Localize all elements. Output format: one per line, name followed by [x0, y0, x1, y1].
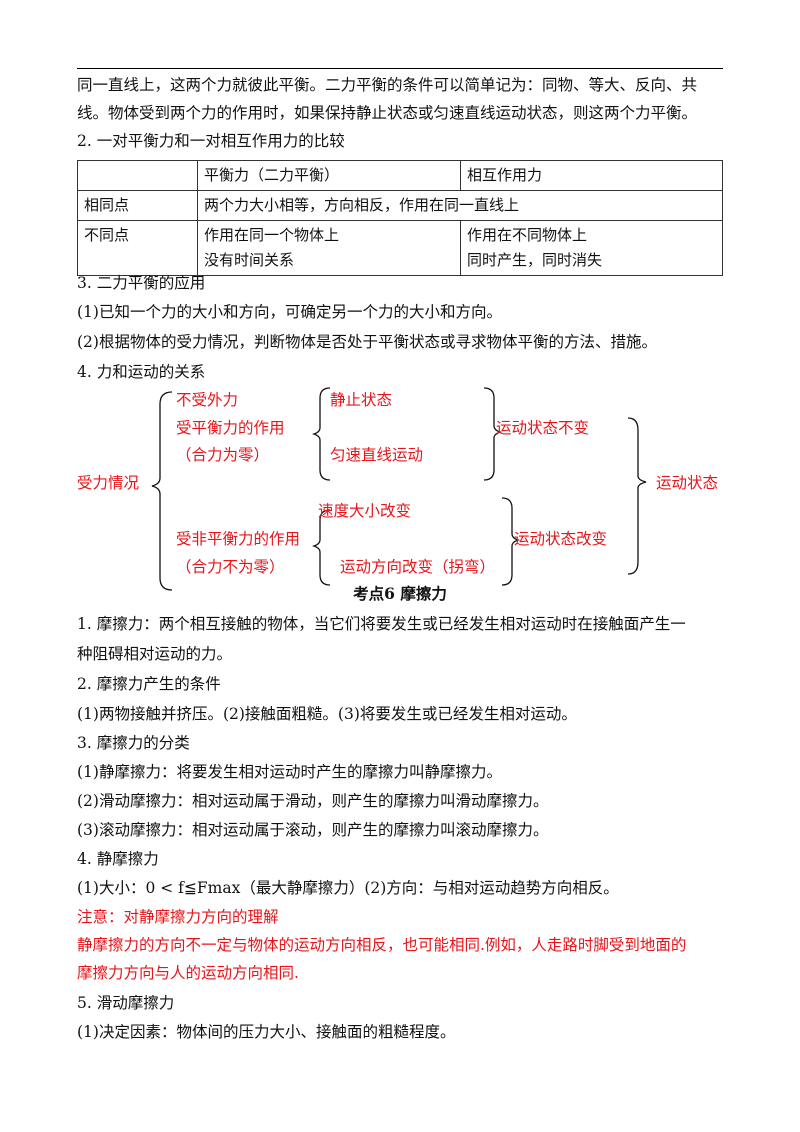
table-header-balance: 平衡力（二力平衡）	[197, 160, 461, 191]
section-3-item-1: (1)已知一个力的大小和方向，可确定另一个力的大小和方向。	[77, 303, 502, 321]
kaodian-6-title: 考点6 摩擦力	[353, 584, 447, 603]
note-line-2: 摩擦力方向与人的运动方向相同.	[77, 964, 299, 982]
uniform-motion-label: 匀速直线运动	[330, 446, 424, 464]
friction-class-title: 3. 摩擦力的分类	[77, 734, 190, 752]
balanced-note-label: （合力为零）	[176, 446, 270, 464]
motion-state-label: 运动状态	[656, 474, 719, 492]
table-cell-same-label: 相同点	[77, 190, 198, 221]
friction-cond-title: 2. 摩擦力产生的条件	[77, 675, 221, 693]
intro-line-2: 线。物体受到两个力的作用时，如果保持静止状态或匀速直线运动状态，则这两个力平衡。	[77, 104, 698, 122]
note-title: 注意：对静摩擦力方向的理解	[77, 908, 279, 926]
balanced-force-label: 受平衡力的作用	[176, 419, 285, 437]
left-brace	[151, 391, 173, 591]
force-state-label: 受力情况	[77, 474, 140, 492]
unbalanced-force-label: 受非平衡力的作用	[176, 530, 301, 548]
friction-class-2: (2)滑动摩擦力：相对运动属于滑动，则产生的摩擦力叫滑动摩擦力。	[77, 792, 549, 810]
state-changed-label: 运动状态改变	[514, 530, 608, 548]
table-cell-diff-label: 不同点	[77, 220, 198, 276]
diff-balance-line: 没有时间关系	[204, 251, 295, 269]
diff-interaction-line: 同时产生，同时消失	[467, 251, 603, 269]
section-4-title: 4. 力和运动的关系	[77, 363, 206, 381]
unbalanced-note-label: （合力不为零）	[176, 558, 285, 576]
table-cell-diff-interaction: 作用在不同物体上 同时产生，同时消失	[460, 220, 723, 276]
state-unchanged-label: 运动状态不变	[496, 419, 590, 437]
right-brace	[627, 417, 647, 575]
table-row: 相同点 两个力大小相等，方向相反，作用在同一直线上	[77, 190, 723, 221]
unchanged-brace	[483, 387, 503, 481]
section-2-title: 2. 一对平衡力和一对相互作用力的比较	[77, 132, 345, 150]
rest-uniform-brace	[311, 387, 331, 481]
section-3-item-2: (2)根据物体的受力情况，判断物体是否处于平衡状态或寻求物体平衡的方法、措施。	[77, 333, 657, 351]
friction-class-3: (3)滚动摩擦力：相对运动属于滚动，则产生的摩擦力叫滚动摩擦力。	[77, 821, 549, 839]
section-3-title: 3. 二力平衡的应用	[77, 274, 206, 292]
diff-balance-line: 作用在同一个物体上	[204, 226, 340, 244]
diff-interaction-line: 作用在不同物体上	[467, 226, 588, 244]
note-line-1: 静摩擦力的方向不一定与物体的运动方向相反，也可能相同.例如，人走路时脚受到地面的	[77, 936, 687, 954]
diagram-braces	[151, 387, 647, 591]
static-friction-title: 4. 静摩擦力	[77, 850, 159, 868]
table-cell-same-text: 两个力大小相等，方向相反，作用在同一直线上	[197, 190, 723, 221]
friction-def-line-1: 1. 摩擦力：两个相互接触的物体，当它们将要发生或已经发生相对运动时在接触面产生…	[77, 615, 686, 633]
no-force-label: 不受外力	[176, 391, 239, 409]
intro-line-1: 同一直线上，这两个力就彼此平衡。二力平衡的条件可以简单记为：同物、等大、反向、共	[77, 76, 698, 94]
table-cell-diff-balance: 作用在同一个物体上 没有时间关系	[197, 220, 461, 276]
changed-brace	[501, 497, 521, 586]
friction-def-line-2: 种阻碍相对运动的力。	[77, 645, 233, 663]
table-row: 不同点 作用在同一个物体上 没有时间关系 作用在不同物体上 同时产生，同时消失	[77, 220, 723, 276]
change-brace	[311, 509, 331, 586]
speed-change-label: 速度大小改变	[318, 502, 412, 520]
top-rule	[77, 68, 723, 69]
sliding-friction-text: (1)决定因素：物体间的压力大小、接触面的粗糙程度。	[77, 1023, 456, 1041]
rest-state-label: 静止状态	[330, 391, 393, 409]
comparison-table: 平衡力（二力平衡） 相互作用力 相同点 两个力大小相等，方向相反，作用在同一直线…	[77, 160, 723, 276]
friction-cond-text: (1)两物接触并挤压。(2)接触面粗糙。(3)将要发生或已经发生相对运动。	[77, 705, 577, 723]
friction-class-1: (1)静摩擦力：将要发生相对运动时产生的摩擦力叫静摩擦力。	[77, 763, 502, 781]
static-friction-text: (1)大小：0 < f≦Fmax（最大静摩擦力）(2)方向：与相对运动趋势方向相…	[77, 879, 619, 897]
direction-change-label: 运动方向改变（拐弯）	[340, 558, 496, 576]
sliding-friction-title: 5. 滑动摩擦力	[77, 994, 175, 1012]
